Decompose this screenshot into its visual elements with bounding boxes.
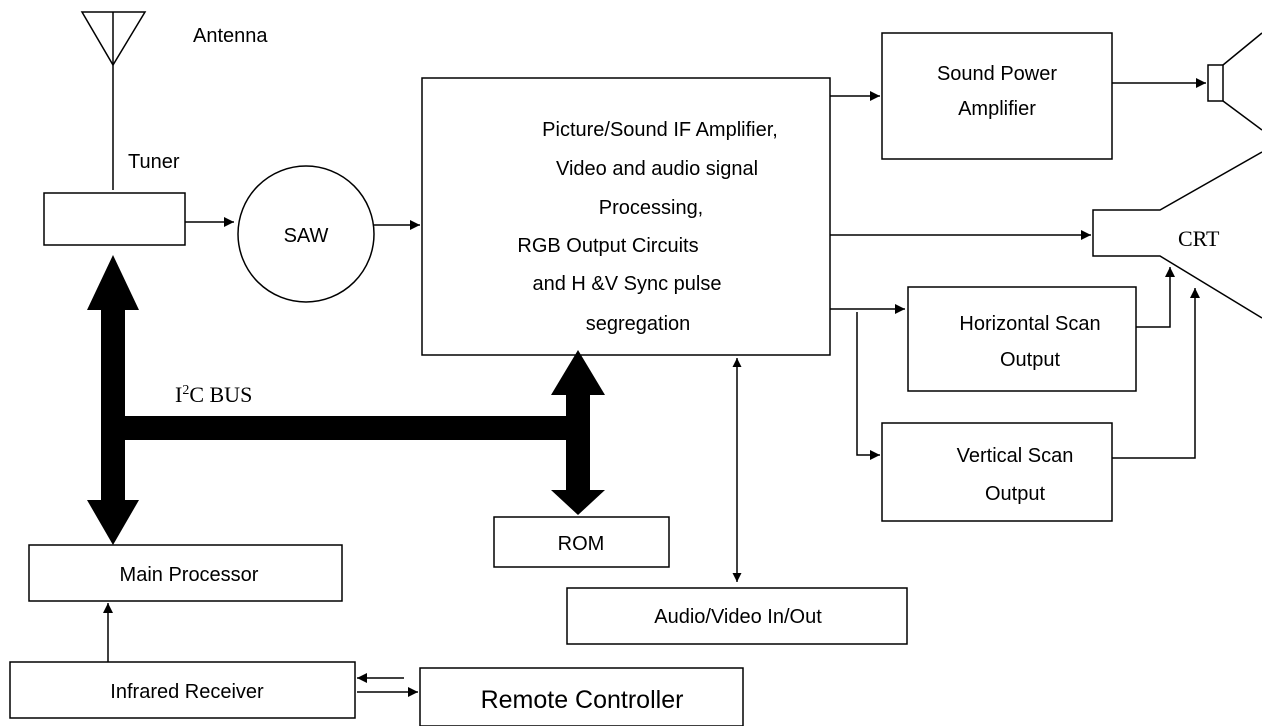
processor-to-v-scan-arrow xyxy=(856,312,880,460)
speaker-icon xyxy=(1207,32,1262,131)
saw-label: SAW xyxy=(284,225,329,247)
v-scan-line-1: Vertical Scan xyxy=(957,445,1074,467)
saw-circle xyxy=(237,165,375,303)
signal-processor-box xyxy=(421,77,831,356)
vertical-scan-box xyxy=(881,422,1113,522)
infrared-receiver-box xyxy=(9,661,356,719)
rom-box xyxy=(493,516,670,568)
remote-controller-box xyxy=(419,667,744,726)
av-io-box xyxy=(566,587,908,645)
remote-controller-label: Remote Controller xyxy=(481,686,684,714)
sound-amp-line-2: Amplifier xyxy=(958,98,1036,120)
sound-power-amplifier-box xyxy=(881,32,1113,160)
av-io-label: Audio/Video In/Out xyxy=(654,606,822,628)
main-processor-box xyxy=(28,544,343,602)
crt-label: CRT xyxy=(1178,226,1220,251)
processor-line-6: segregation xyxy=(586,313,691,335)
h-scan-to-crt-arrow xyxy=(1136,267,1175,328)
processor-line-4: RGB Output Circuits xyxy=(517,235,698,257)
processor-line-5: and H &V Sync pulse xyxy=(533,273,722,295)
antenna-label: Antenna xyxy=(193,25,268,47)
sound-amp-line-1: Sound Power xyxy=(937,63,1057,85)
i2c-bus xyxy=(87,255,605,545)
infrared-receiver-label: Infrared Receiver xyxy=(110,681,264,703)
crt-icon xyxy=(1092,151,1262,319)
h-scan-line-1: Horizontal Scan xyxy=(959,313,1100,335)
v-scan-line-2: Output xyxy=(985,483,1045,505)
processor-line-3: Processing, xyxy=(599,197,704,219)
tuner-label: Tuner xyxy=(128,151,180,173)
i2c-bus-label: I2C BUS xyxy=(175,382,252,407)
rom-label: ROM xyxy=(558,533,605,555)
main-processor-label: Main Processor xyxy=(120,564,259,586)
processor-line-2: Video and audio signal xyxy=(556,158,758,180)
processor-line-1: Picture/Sound IF Amplifier, xyxy=(542,119,778,141)
v-scan-to-crt-arrow xyxy=(1112,288,1200,459)
horizontal-scan-box xyxy=(907,286,1137,392)
antenna-icon xyxy=(80,11,147,190)
h-scan-line-2: Output xyxy=(1000,349,1060,371)
tuner-box xyxy=(43,192,186,246)
